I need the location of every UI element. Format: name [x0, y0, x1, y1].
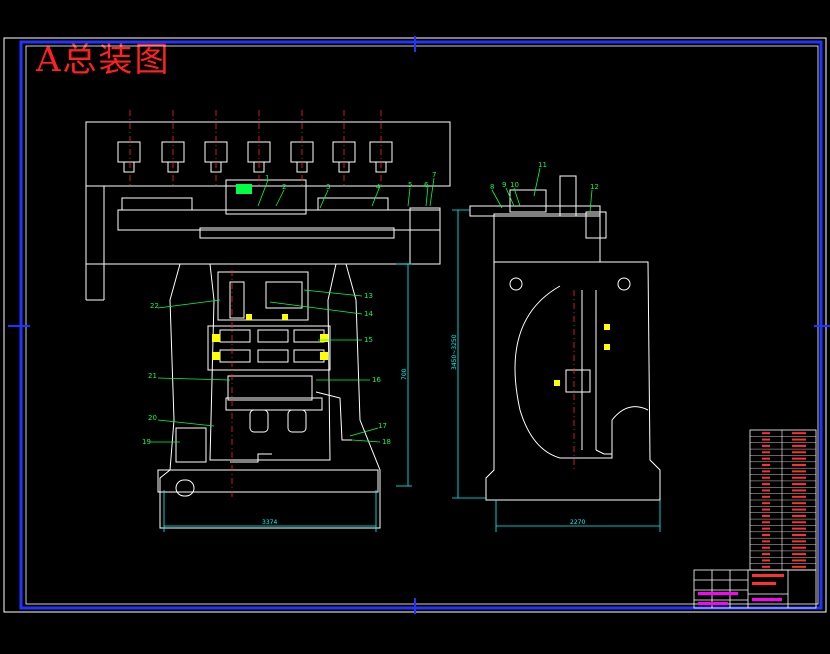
table-cell-mark — [792, 457, 806, 460]
part-labels: 1 2 3 4 5 6 7 8 9 10 11 12 13 14 15 16 1… — [142, 161, 599, 446]
part-label-15: 15 — [364, 336, 373, 344]
table-cell-mark — [792, 464, 806, 466]
part-label-11: 11 — [538, 161, 547, 169]
table-cell-mark — [792, 514, 806, 517]
part-label-18: 18 — [382, 438, 391, 446]
dim-front-height: 700 — [401, 368, 408, 380]
cutting-heads — [117, 141, 393, 173]
table-cell-mark — [792, 546, 806, 549]
table-cell-mark — [762, 495, 770, 498]
part-label-14: 14 — [364, 310, 373, 318]
part-label-4: 4 — [376, 183, 381, 191]
table-cell-mark — [792, 438, 806, 441]
table-cell-mark — [792, 470, 806, 473]
table-cell-mark — [762, 534, 770, 536]
part-label-19: 19 — [142, 438, 151, 446]
dimension-texts: 3374 2270 700 3450~3250 — [262, 334, 585, 526]
part-label-3: 3 — [326, 183, 330, 191]
dimension-lines — [163, 209, 661, 532]
components — [212, 314, 610, 386]
table-cell-mark — [792, 502, 806, 505]
part-label-10: 10 — [510, 181, 519, 189]
part-label-13: 13 — [364, 292, 373, 300]
table-cell-mark — [792, 553, 806, 556]
part-label-2: 2 — [282, 183, 286, 191]
table-cell-mark — [762, 432, 770, 435]
table-cell-mark — [762, 521, 770, 524]
table-cell-mark — [762, 502, 770, 505]
table-cell-mark — [792, 527, 806, 530]
part-label-12: 12 — [590, 183, 599, 191]
dim-front-width: 3374 — [262, 519, 277, 526]
table-cell-mark — [792, 508, 806, 511]
table-cell-mark — [792, 495, 806, 498]
table-cell-mark — [792, 476, 806, 479]
table-cell-mark — [762, 476, 770, 479]
part-label-17: 17 — [378, 422, 387, 430]
part-label-9: 9 — [502, 181, 506, 189]
parts-list-rows — [750, 432, 816, 568]
table-cell-mark — [762, 489, 770, 492]
part-label-16: 16 — [372, 376, 381, 384]
side-view — [469, 175, 661, 501]
part-label-21: 21 — [148, 372, 157, 380]
sheet-border — [3, 36, 830, 614]
title-block — [693, 569, 817, 609]
table-cell-mark — [762, 464, 770, 466]
part-label-5: 5 — [408, 181, 412, 189]
centerlines — [129, 110, 575, 500]
table-cell-mark — [762, 540, 770, 543]
table-cell-mark — [762, 546, 770, 549]
table-cell-mark — [762, 438, 770, 441]
table-cell-mark — [792, 565, 806, 568]
table-cell-mark — [762, 444, 770, 447]
table-cell-mark — [762, 451, 770, 454]
part-label-8: 8 — [490, 183, 494, 191]
part-label-22: 22 — [150, 302, 159, 310]
drawing-title: A总装图 — [36, 40, 171, 80]
front-view — [85, 121, 451, 529]
parts-list-table — [749, 429, 817, 571]
leader-lines — [150, 167, 593, 443]
table-cell-mark — [762, 559, 770, 562]
table-cell-mark — [762, 553, 770, 556]
table-cell-mark — [762, 457, 770, 460]
dim-side-width: 2270 — [570, 519, 585, 526]
table-cell-mark — [792, 489, 806, 492]
part-label-1: 1 — [265, 174, 269, 182]
table-cell-mark — [762, 508, 770, 511]
part-label-7: 7 — [432, 171, 436, 179]
part-label-6: 6 — [424, 181, 429, 189]
table-cell-mark — [762, 565, 770, 568]
table-cell-mark — [792, 534, 806, 536]
table-cell-mark — [792, 432, 806, 435]
table-cell-mark — [762, 470, 770, 473]
table-cell-mark — [792, 559, 806, 562]
table-cell-mark — [762, 483, 770, 486]
table-cell-mark — [792, 483, 806, 486]
dim-side-height: 3450~3250 — [451, 334, 458, 370]
table-cell-mark — [762, 514, 770, 517]
part-label-20: 20 — [148, 414, 157, 422]
table-cell-mark — [792, 521, 806, 524]
table-cell-mark — [792, 540, 806, 543]
table-cell-mark — [792, 444, 806, 447]
table-cell-mark — [792, 451, 806, 454]
table-cell-mark — [762, 527, 770, 530]
